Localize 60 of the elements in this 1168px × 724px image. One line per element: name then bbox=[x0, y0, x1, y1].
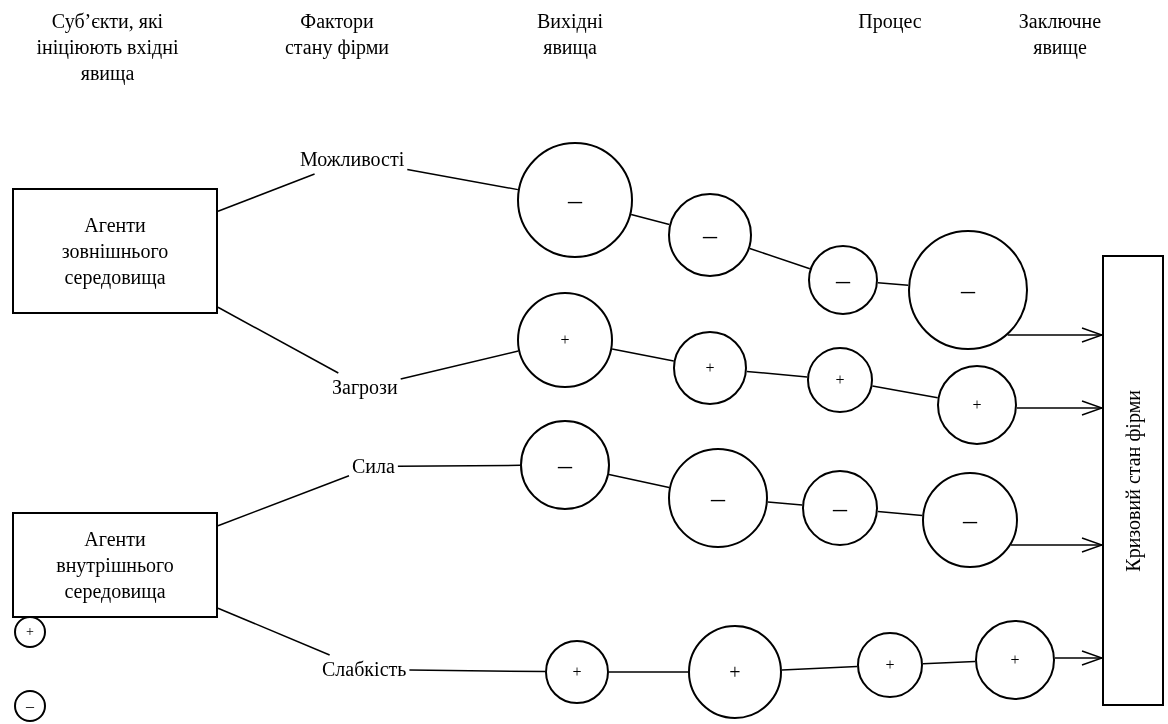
connector-line bbox=[217, 173, 316, 212]
agent-box bbox=[12, 188, 218, 314]
arrow bbox=[1006, 327, 1103, 343]
circle-node bbox=[545, 640, 609, 704]
connector-line bbox=[877, 510, 923, 517]
connector-line bbox=[630, 213, 671, 226]
arrow bbox=[1054, 650, 1103, 666]
circle-node bbox=[14, 616, 46, 648]
sign-text: + bbox=[835, 371, 845, 389]
connector-line bbox=[767, 501, 803, 506]
connector-line bbox=[608, 671, 689, 673]
sign-text: + bbox=[26, 624, 34, 640]
connector-line bbox=[217, 607, 331, 656]
sign-text: + bbox=[1010, 651, 1020, 669]
sign-text: + bbox=[560, 331, 570, 349]
factor-label: Слабкість bbox=[322, 658, 407, 681]
connector-line bbox=[746, 370, 808, 378]
factor-label: Загрози bbox=[332, 376, 398, 399]
connector-line bbox=[749, 247, 811, 270]
sign-text: – bbox=[703, 219, 717, 251]
factor-label: Можливості bbox=[300, 148, 405, 171]
sign-text: – bbox=[711, 482, 725, 514]
connector-line bbox=[217, 475, 350, 527]
box-text: Агенти зовнішнього середовища bbox=[60, 213, 170, 290]
column-heading: Процес bbox=[857, 9, 923, 34]
column-heading: Фактори стану фірми bbox=[284, 9, 390, 60]
connector-line bbox=[781, 665, 858, 671]
column-heading: Вихідні явища bbox=[535, 9, 604, 60]
sign-text: – bbox=[26, 697, 34, 715]
connector-line bbox=[397, 464, 521, 468]
sign-text: + bbox=[705, 359, 715, 377]
connector-line bbox=[871, 385, 939, 399]
connector-line bbox=[406, 168, 519, 191]
column-heading: Суб’єкти, які ініціюють вхідні явища bbox=[35, 9, 180, 86]
circle-node bbox=[14, 690, 46, 722]
sign-text: – bbox=[833, 492, 847, 524]
column-heading: Заключне явище bbox=[1017, 9, 1103, 60]
sign-text: – bbox=[961, 274, 975, 306]
sign-text: + bbox=[729, 660, 741, 684]
connector-line bbox=[611, 348, 675, 362]
sign-text: + bbox=[885, 656, 895, 674]
factor-label: Сила bbox=[352, 455, 395, 478]
sign-text: + bbox=[972, 396, 982, 414]
arrow bbox=[1010, 537, 1103, 553]
box-text: Кризовий стан фірми bbox=[1121, 389, 1146, 572]
sign-text: – bbox=[568, 184, 582, 216]
connector-line bbox=[217, 306, 340, 374]
box-text: Агенти внутрішнього середовища bbox=[55, 527, 175, 604]
arrow bbox=[1016, 400, 1103, 416]
agent-box bbox=[12, 512, 218, 618]
sign-text: – bbox=[963, 504, 977, 536]
connector-line bbox=[399, 350, 520, 380]
connector-line bbox=[922, 660, 976, 665]
connector-line bbox=[608, 473, 670, 489]
connector-line bbox=[877, 282, 909, 286]
sign-text: + bbox=[572, 663, 582, 681]
sign-text: – bbox=[836, 264, 850, 296]
result-box bbox=[1102, 255, 1164, 706]
sign-text: – bbox=[558, 449, 572, 481]
connector-line bbox=[408, 669, 546, 673]
